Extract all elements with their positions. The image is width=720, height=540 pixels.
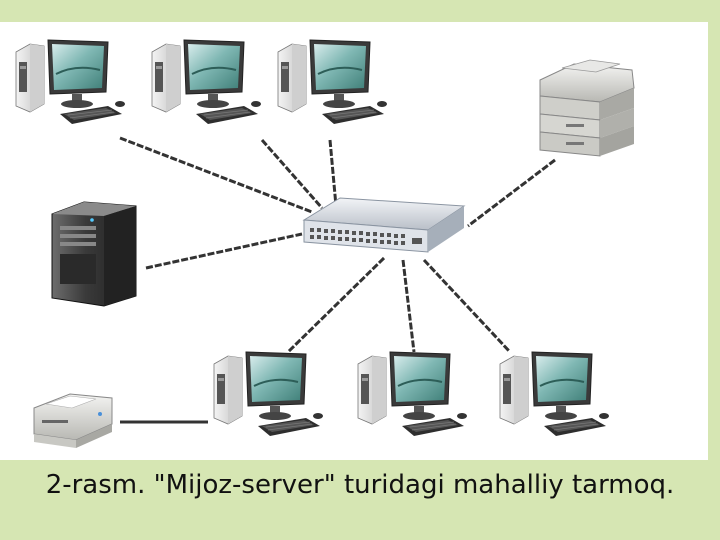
cable-workstation-6: [422, 258, 512, 354]
cable-workstation-5: [401, 259, 416, 353]
desktop-printer-icon: [33, 393, 113, 448]
cable-laser-printer: [467, 158, 556, 228]
laser-printer-icon: [539, 59, 635, 157]
desktop-computer-icon: [357, 351, 468, 437]
desktop-computer-icon: [151, 39, 262, 125]
desktop-computer-icon: [15, 39, 126, 125]
cable-server: [145, 232, 303, 270]
cable-workstation-2: [260, 139, 324, 209]
network-switch-icon: [302, 197, 466, 253]
server-tower-icon: [51, 201, 137, 307]
cable-workstation-3: [328, 139, 338, 207]
cable-workstation-1: [119, 136, 313, 214]
cable-workstation-4: [286, 256, 386, 354]
network-cables: [119, 136, 556, 424]
figure-caption: 2-rasm. "Mijoz-server" turidagi mahalliy…: [45, 470, 675, 500]
desktop-computer-icon: [213, 351, 324, 437]
desktop-computer-icon: [499, 351, 610, 437]
desktop-computer-icon: [277, 39, 388, 125]
